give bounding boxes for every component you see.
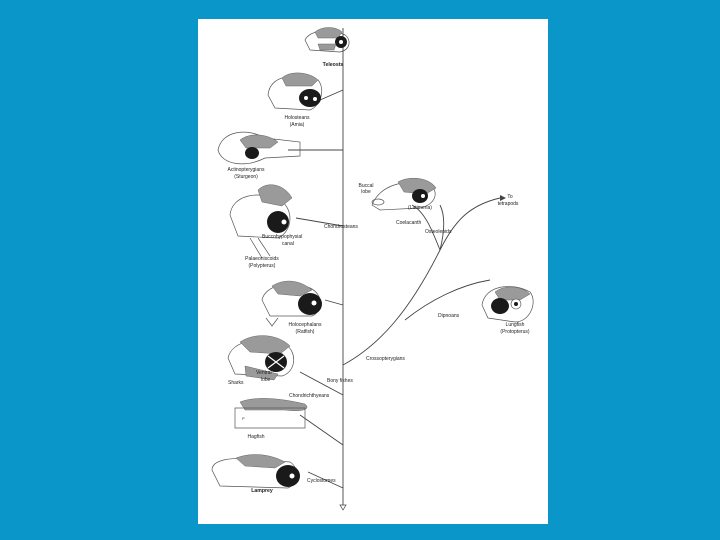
label-lungfish: Lungfish bbox=[506, 322, 525, 328]
label-teleosts: Teleosts bbox=[323, 62, 344, 68]
label-buccal-2: lobe bbox=[361, 189, 371, 195]
trunk-root-marker bbox=[340, 505, 346, 510]
lamprey-illustration bbox=[212, 455, 300, 488]
label-actinopterygians-sub: (Sturgeon) bbox=[234, 174, 258, 180]
label-ventral: Ventral bbox=[256, 370, 272, 376]
branch-holosteans bbox=[320, 90, 343, 100]
label-holocephalans: Holocephalans bbox=[288, 322, 322, 328]
label-palaeoniscoids-sub: (Polypterus) bbox=[249, 263, 276, 269]
label-latimeria: (Latimeria) bbox=[408, 205, 432, 211]
label-holocephalans-sub: (Ratfish) bbox=[296, 329, 315, 335]
label-coelacanth: Coelacanth bbox=[396, 220, 422, 226]
label-to-tetrapods: To bbox=[507, 194, 513, 200]
label-ventral-2: lobe bbox=[261, 377, 271, 383]
holostean-head-illustration bbox=[268, 73, 322, 110]
label-dipnoans: Dipnoans bbox=[438, 313, 460, 319]
branch-holocephalans bbox=[325, 300, 343, 305]
label-hagfish: Hagfish bbox=[248, 434, 265, 440]
label-chondrichthyeans: Chondrichthyeans bbox=[289, 393, 330, 399]
label-to-tetrapods-2: tetrapods bbox=[498, 201, 519, 207]
hagfish-illustration: P bbox=[235, 398, 307, 428]
sturgeon-illustration bbox=[218, 132, 300, 164]
label-osteolepids: Osteolepids bbox=[425, 229, 452, 235]
polypterus-head-illustration bbox=[230, 185, 292, 258]
label-buccohypophysial: Buccohypophysial bbox=[262, 234, 302, 240]
label-actinopterygians: Actinopterygians bbox=[228, 167, 265, 173]
branch-hagfish bbox=[300, 415, 343, 445]
label-buccohypophysial-2: canal bbox=[282, 241, 294, 247]
label-holosteans-sub: (Amia) bbox=[290, 122, 305, 128]
label-crossopterygians: Crossopterygians bbox=[366, 356, 405, 362]
ratfish-head-illustration bbox=[262, 281, 322, 326]
label-chondrosteans: Chondrosteans bbox=[324, 224, 358, 230]
branch-coelacanth bbox=[412, 205, 440, 250]
branch-to-tetrapods bbox=[343, 198, 500, 365]
label-bony-fishes: Bony fishes bbox=[327, 378, 353, 384]
label-cyclostomes: Cyclostomes bbox=[307, 478, 336, 484]
label-sharks: Sharks bbox=[228, 380, 244, 386]
label-holosteans: Holosteans bbox=[284, 115, 310, 121]
lungfish-illustration bbox=[482, 286, 533, 322]
label-palaeoniscoids: Palaeoniscoids bbox=[245, 256, 279, 262]
label-lamprey: Lamprey bbox=[251, 488, 273, 494]
teleost-head-illustration bbox=[305, 28, 349, 53]
label-lungfish-sub: (Protopterus) bbox=[500, 329, 530, 335]
svg-text:P: P bbox=[242, 416, 245, 421]
